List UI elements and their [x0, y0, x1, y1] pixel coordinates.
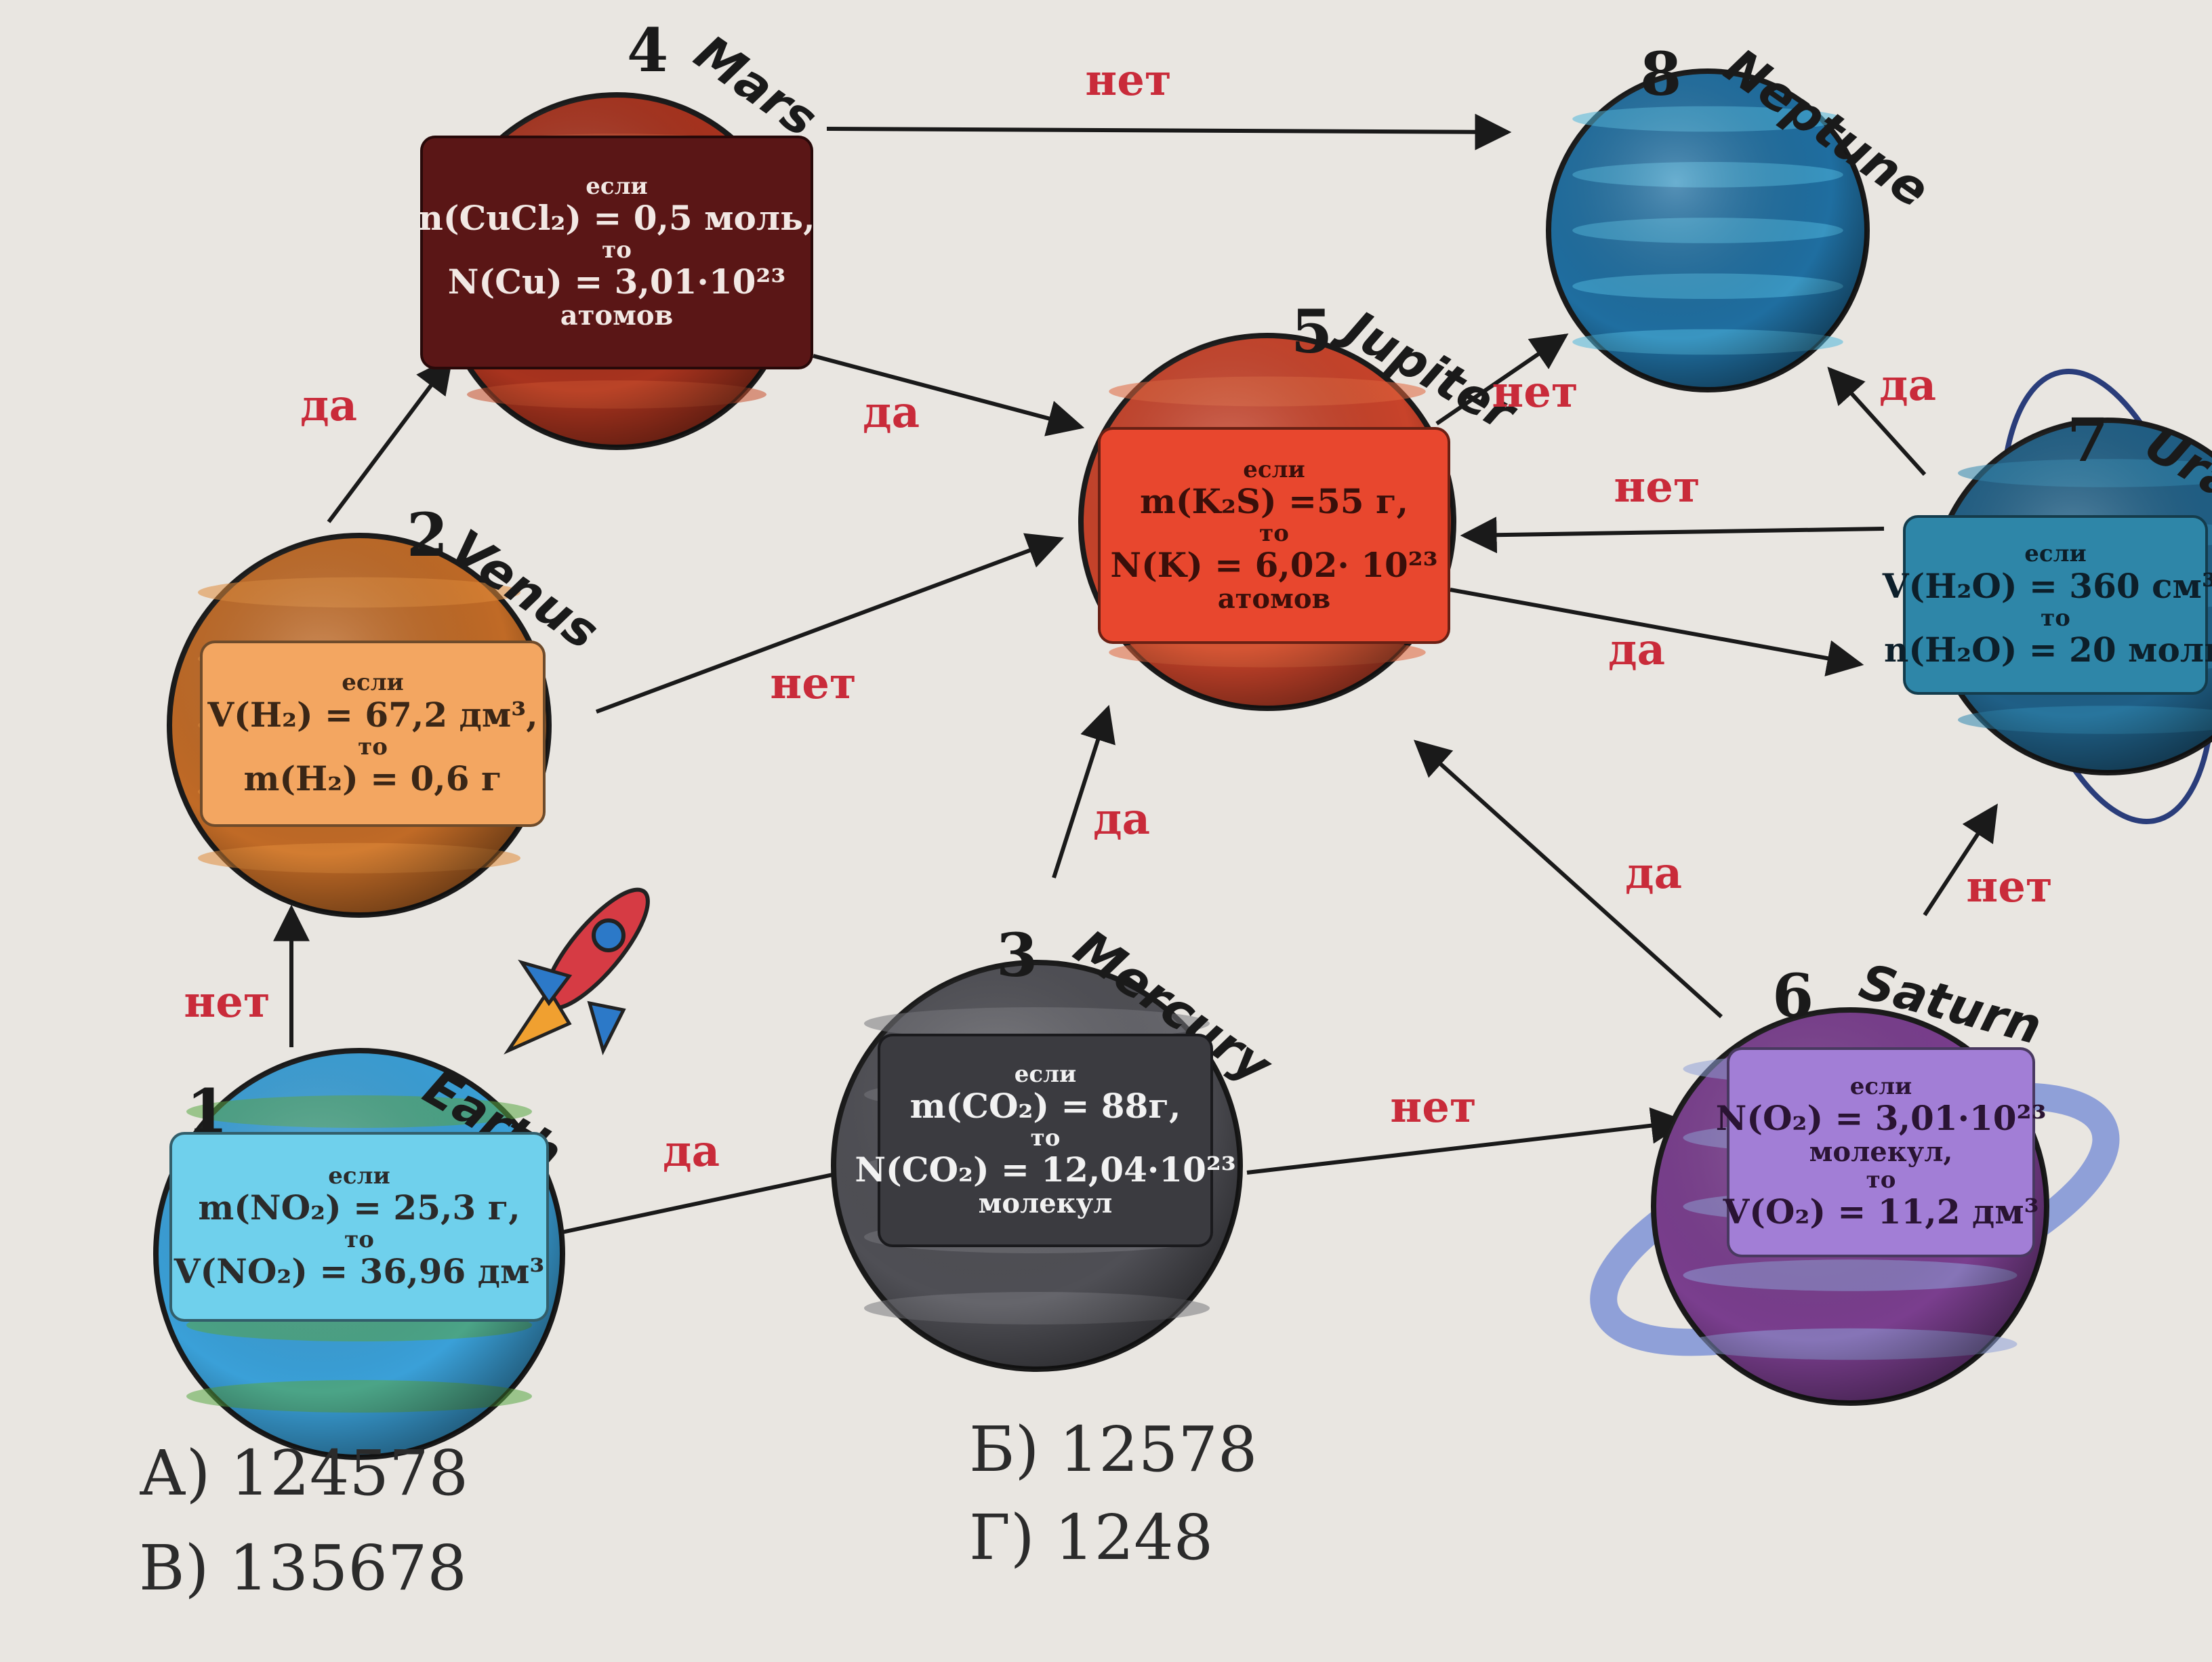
edge-label-mars-to-jupiter: да	[863, 387, 920, 438]
saturn-box-then: то	[1866, 1167, 1896, 1193]
jupiter-box-result: N(K) = 6,02· 10²³	[1110, 546, 1437, 584]
jupiter-box-result-unit: атомов	[1218, 584, 1331, 615]
arrow-mars-to-neptune	[827, 129, 1508, 132]
edge-label-earth-to-venus: нет	[184, 977, 270, 1028]
uranus-box-then: то	[2041, 605, 2070, 631]
uranus-box-condition: V(H₂O) = 360 см³,	[1883, 567, 2212, 605]
mars-box-result: N(Cu) = 3,01·10²³	[448, 263, 785, 301]
jupiter-box-condition: m(K₂S) =55 г,	[1140, 483, 1408, 521]
jupiter-box-if: если	[1243, 457, 1305, 483]
mars-box-condition: n(CuCl₂) = 0,5 моль,	[419, 199, 815, 237]
earth-box-condition: m(NO₂) = 25,3 г,	[198, 1189, 520, 1227]
mercury-box-condition: m(CO₂) = 88г,	[910, 1087, 1181, 1125]
planet-uranus-number: 7	[2067, 405, 2108, 475]
edge-label-venus-to-jupiter: нет	[770, 658, 856, 709]
uranus-box-result: n(H₂O) = 20 моль	[1884, 631, 2212, 669]
venus-box-condition: V(H₂) = 67,2 дм³,	[207, 696, 537, 734]
edge-label-saturn-to-uranus: нет	[1966, 862, 2052, 912]
uranus-box-if: если	[2024, 541, 2087, 567]
mars-box-result-unit: атомов	[560, 301, 674, 331]
earth-box-result: V(NO₂) = 36,96 дм³	[174, 1253, 545, 1291]
jupiter-box-then: то	[1259, 521, 1289, 546]
edge-label-uranus-to-jupiter: нет	[1614, 462, 1700, 512]
rocket-icon	[508, 876, 663, 1051]
arrow-mars-to-jupiter	[813, 356, 1081, 427]
planet-neptune-number: 8	[1640, 39, 1681, 109]
edge-label-mercury-to-jupiter: да	[1093, 794, 1150, 845]
planet-venus-number: 2	[407, 500, 448, 570]
saturn-box-condition: N(O₂) = 3,01·10²³	[1716, 1099, 2047, 1137]
arrow-uranus-to-jupiter	[1464, 529, 1884, 535]
edge-label-jupiter-to-neptune: нет	[1492, 367, 1578, 418]
edge-label-earth-to-mercury: да	[663, 1126, 720, 1177]
venus-box-result: m(H₂) = 0,6 г	[243, 760, 501, 798]
mars-box-if: если	[586, 174, 648, 199]
venus-box-if: если	[342, 670, 404, 695]
planet-mars-number: 4	[627, 15, 668, 85]
saturn-box-condition-unit: молекул,	[1809, 1137, 1953, 1168]
edge-label-jupiter-to-uranus: да	[1608, 624, 1665, 675]
edge-label-venus-to-mars: да	[300, 380, 357, 431]
earth-box-then: то	[344, 1227, 374, 1253]
mercury-box-result-unit: молекул	[979, 1189, 1113, 1219]
earth-box-if: если	[328, 1163, 390, 1189]
edge-label-mars-to-neptune: нет	[1085, 55, 1171, 106]
answer-option-v: В) 135678	[139, 1532, 467, 1604]
planet-jupiter-number: 5	[1291, 296, 1332, 367]
planet-saturn-number: 6	[1772, 960, 1814, 1031]
answer-option-a: А) 124578	[139, 1437, 468, 1509]
mercury-box-then: то	[1031, 1125, 1061, 1151]
arrow-mercury-to-jupiter	[1054, 708, 1108, 878]
edge-label-uranus-to-neptune: да	[1879, 360, 1936, 411]
mercury-box-if: если	[1015, 1061, 1077, 1087]
answer-option-g: Г) 1248	[969, 1501, 1213, 1574]
venus-box-then: то	[358, 734, 388, 760]
saturn-box-if: если	[1850, 1074, 1912, 1099]
planet-mercury-number: 3	[996, 920, 1038, 990]
mercury-box-result: N(CO₂) = 12,04·10²³	[855, 1151, 1235, 1189]
mars-box-then: то	[602, 237, 632, 263]
edge-label-saturn-to-jupiter: да	[1625, 848, 1682, 899]
answer-option-b: Б) 12578	[969, 1413, 1257, 1486]
edge-label-mercury-to-saturn: нет	[1390, 1082, 1476, 1133]
saturn-box-result: V(O₂) = 11,2 дм³	[1723, 1193, 2039, 1231]
